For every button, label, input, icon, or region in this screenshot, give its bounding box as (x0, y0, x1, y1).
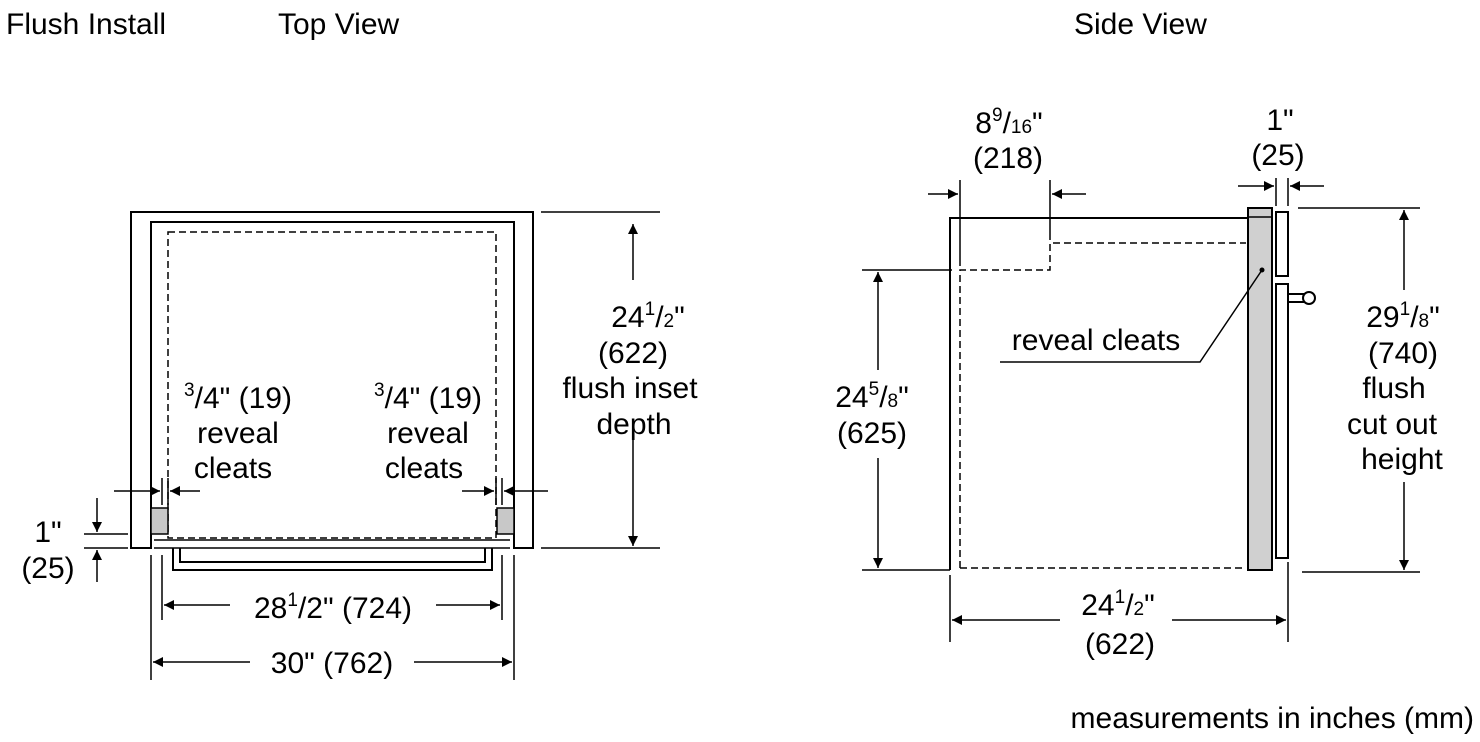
svg-text:291/8": 291/8" (1366, 299, 1440, 334)
cutout-line5: height (1361, 443, 1443, 476)
right-cleat-slash: / (385, 382, 394, 415)
right-cleat-num: 3 (374, 380, 385, 401)
cutout-whole: 29 (1366, 301, 1399, 334)
svg-text:89/16": 89/16" (975, 105, 1042, 140)
side-offset-unit: " (1032, 107, 1043, 140)
top-depth-den: 2 (664, 311, 675, 332)
cutout-den: 8 (1419, 311, 1430, 332)
top-depth-num: 1 (645, 299, 656, 320)
top-depth-label: 241/2" (622) flush inset depth (562, 299, 698, 441)
right-cleat-line3: cleats (385, 452, 463, 485)
side-oven-dashed (959, 242, 1246, 569)
side-view-drawing (862, 178, 1420, 642)
left-cleat-label: 3/4" (19) reveal cleats (184, 380, 292, 485)
outer-width-label: 30" (762) (271, 647, 393, 680)
side-offset-num: 9 (992, 105, 1003, 126)
side-depth-label: 241/2" (622) (1081, 587, 1155, 661)
top-depth-whole: 24 (611, 301, 644, 334)
top-depth-unit: " (674, 301, 685, 334)
right-cleat-line2: reveal (387, 417, 469, 450)
reveal-cleats-label: reveal cleats (1012, 324, 1180, 357)
svg-text:3/4" (19): 3/4" (19) (374, 380, 482, 415)
offset-line2: (25) (21, 552, 74, 585)
side-depth-den: 2 (1134, 599, 1145, 620)
side-offset-whole: 8 (975, 107, 992, 140)
side-offset-slash: / (1003, 107, 1012, 140)
cutout-unit: " (1429, 301, 1440, 334)
cutout-num: 1 (1400, 299, 1411, 320)
side-depth-slash: / (1125, 589, 1134, 622)
reveal-cleat-leader (1000, 269, 1263, 363)
left-cleat-line3: cleats (194, 452, 272, 485)
inner-width-den: 2 (306, 592, 323, 625)
left-height-whole: 24 (835, 381, 868, 414)
left-cleat (150, 507, 169, 535)
svg-text:241/2": 241/2" (1081, 587, 1155, 622)
left-cleat-rest: " (19) (220, 382, 292, 415)
offset-line1: 1" (34, 516, 61, 549)
left-height-den: 8 (888, 391, 899, 412)
inner-width-whole: 28 (254, 592, 287, 625)
left-height-slash: / (879, 381, 888, 414)
side-front-plate (1247, 207, 1273, 571)
cutout-line4: cut out (1347, 408, 1438, 441)
right-cleat-label: 3/4" (19) reveal cleats (374, 380, 482, 485)
handle (172, 548, 493, 571)
cabinet-outline (130, 211, 534, 549)
top-view-title: Top View (278, 8, 400, 41)
front-line2: (25) (1251, 139, 1304, 172)
inner-width-num: 1 (287, 590, 298, 611)
side-offset-mm: (218) (973, 142, 1043, 175)
cutout-label: 291/8" (740) flush cut out height (1347, 299, 1444, 476)
cutout-line3: flush (1362, 372, 1425, 405)
left-height-unit: " (898, 381, 909, 414)
right-cleat-rest: " (19) (410, 382, 482, 415)
side-depth-whole: 24 (1081, 589, 1114, 622)
front-line1: 1" (1266, 104, 1293, 137)
oven-body-dashed (167, 231, 497, 539)
svg-text:241/2": 241/2" (611, 299, 685, 334)
top-depth-line3: flush inset (562, 372, 698, 405)
measurements-note: measurements in inches (mm) (1071, 702, 1474, 735)
left-cleat-num: 3 (184, 380, 195, 401)
inner-width-label: 281/2" (724) (254, 590, 412, 625)
right-cleat-den: 4 (393, 382, 410, 415)
flush-install-title: Flush Install (6, 8, 166, 41)
svg-text:3/4" (19): 3/4" (19) (184, 380, 292, 415)
side-offset-label: 89/16" (218) (973, 105, 1043, 175)
side-handle-knob (1302, 291, 1316, 305)
left-cleat-slash: / (195, 382, 204, 415)
top-depth-line4: depth (596, 408, 671, 441)
top-depth-mm: (622) (598, 337, 668, 370)
left-height-label: 245/8" (625) (835, 379, 909, 450)
right-cleat (496, 507, 515, 535)
left-cleat-den: 4 (203, 382, 220, 415)
front-panel (154, 539, 510, 549)
top-view-drawing (84, 211, 660, 680)
inner-width-slash: / (298, 592, 307, 625)
left-height-num: 5 (869, 379, 880, 400)
front-label: 1" (25) (1251, 104, 1304, 172)
side-depth-num: 1 (1115, 587, 1126, 608)
cutout-slash: / (1410, 301, 1419, 334)
side-depth-unit: " (1144, 589, 1155, 622)
side-door-top (1275, 211, 1289, 277)
side-view-title: Side View (1074, 8, 1207, 41)
side-depth-mm: (622) (1085, 628, 1155, 661)
side-cabinet-outline (949, 217, 1248, 570)
top-depth-slash: / (655, 301, 664, 334)
cutout-mm: (740) (1368, 337, 1438, 370)
svg-text:245/8": 245/8" (835, 379, 909, 414)
left-cleat-line2: reveal (197, 417, 279, 450)
side-door-main (1275, 283, 1289, 559)
inner-width-rest: " (724) (323, 592, 412, 625)
offset-label: 1" (25) (21, 516, 74, 585)
left-height-mm: (625) (837, 417, 907, 450)
side-offset-den: 16 (1011, 117, 1032, 138)
